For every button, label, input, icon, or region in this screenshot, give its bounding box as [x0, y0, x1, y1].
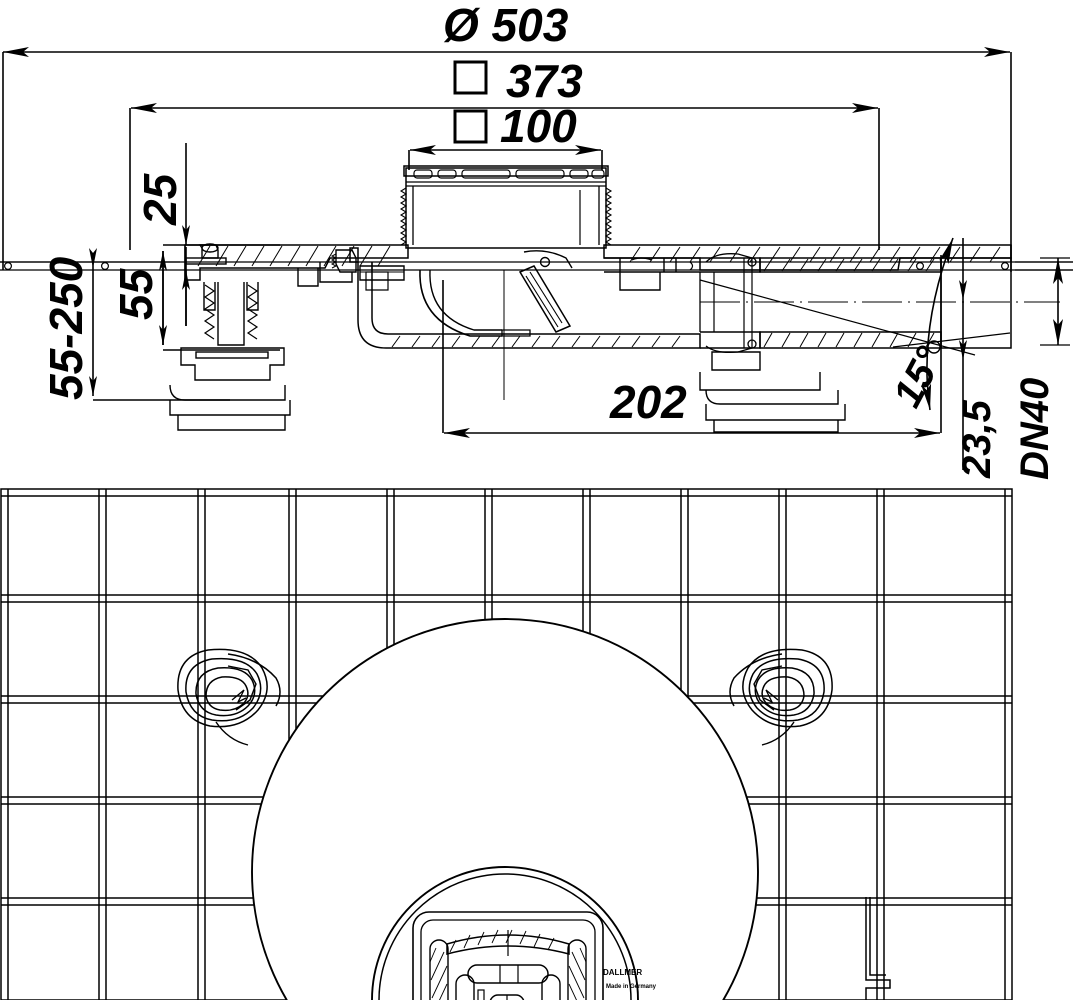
- brand-label: DALLMER: [603, 968, 642, 977]
- label-length-202: 202: [609, 376, 687, 428]
- dimension-square-100: [408, 145, 603, 170]
- dimension-height-55: [159, 244, 280, 351]
- label-offset-235: 23,5: [955, 399, 999, 479]
- label-height-55: 55: [110, 267, 162, 320]
- plan-notch-details: [865, 897, 891, 1000]
- square-symbol-100: [453, 109, 488, 144]
- label-height-range: 55-250: [40, 256, 92, 400]
- dimension-outer-diameter: [2, 47, 1012, 272]
- clamp-bracket-left: [177, 648, 281, 746]
- flange-edges: [0, 245, 1073, 280]
- clamp-bracket-right: [729, 648, 833, 746]
- label-square-373: 373: [506, 55, 583, 107]
- label-square-100: 100: [500, 100, 577, 152]
- dimension-square-373: [129, 103, 880, 250]
- section-view: Ø 503 373 100 25 55 55-250 202 15° 23,5 …: [0, 0, 1073, 480]
- trap-to-pipe-transition: [604, 257, 700, 291]
- label-dn40: DN40: [1013, 378, 1057, 480]
- siphon-trap: [349, 247, 701, 400]
- grate-assembly: [399, 165, 613, 249]
- seal-collar: [297, 249, 405, 287]
- label-height-25: 25: [134, 172, 186, 226]
- drain-inner-circle: [371, 866, 639, 1000]
- plan-view: DALLMER Made in Germany ProfiLine: [0, 488, 1013, 1000]
- label-outer-diameter: Ø 503: [443, 0, 569, 51]
- outlet-pipe: [699, 253, 1060, 354]
- leveling-foot-left: [169, 243, 291, 431]
- label-angle-15: 15°: [885, 339, 953, 414]
- drain-body-circle: [251, 618, 759, 1000]
- leveling-foot-right: [699, 351, 846, 433]
- dimension-length-202: [442, 255, 942, 438]
- square-symbol-373: [453, 60, 488, 95]
- brand-sub-label: Made in Germany: [606, 984, 657, 990]
- grate-plan: [412, 911, 604, 1000]
